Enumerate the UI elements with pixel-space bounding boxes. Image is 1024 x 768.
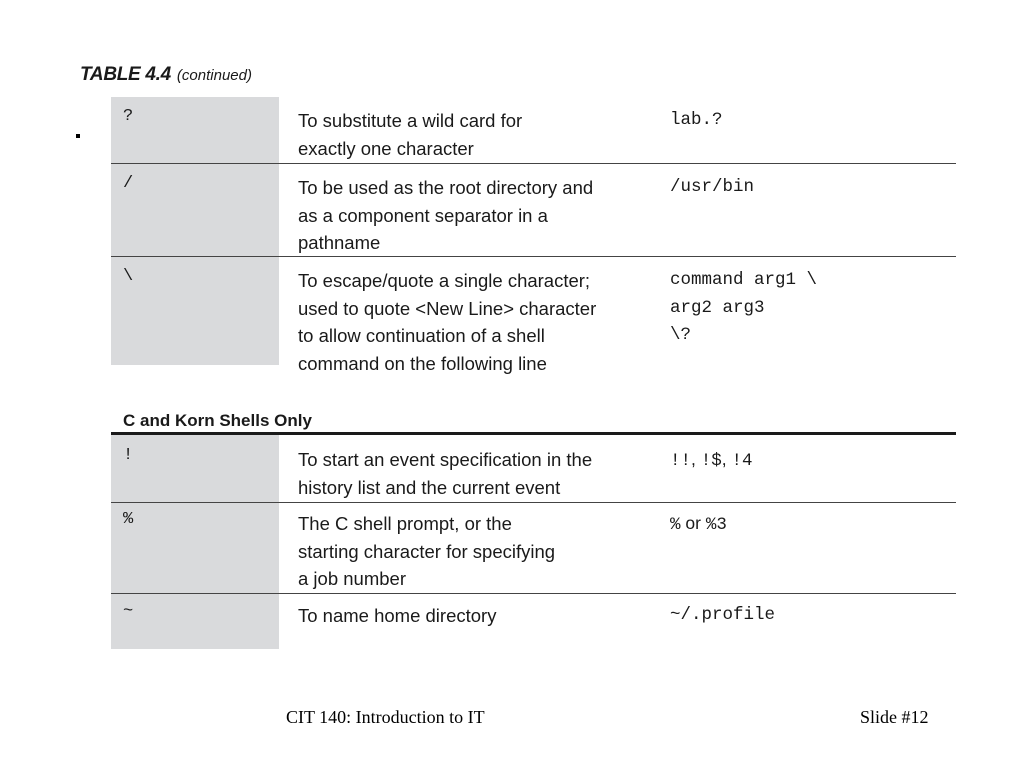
example-separator: ,	[721, 449, 732, 469]
row-description: To be used as the root directory and as …	[298, 177, 594, 253]
row-symbol: ~	[123, 602, 134, 621]
example-part: %	[670, 515, 681, 535]
symbol-column-shade-c-korn	[111, 434, 279, 649]
row-description: To name home directory	[298, 605, 497, 626]
row-divider	[111, 593, 956, 594]
table-row: / To be used as the root directory and a…	[111, 164, 956, 256]
section-divider	[111, 432, 956, 435]
row-symbol: /	[123, 174, 134, 193]
row-example: lab.?	[670, 110, 723, 130]
row-example: /usr/bin	[670, 177, 755, 197]
row-divider	[111, 163, 956, 164]
example-part: !$	[700, 451, 722, 471]
row-divider	[111, 502, 956, 503]
table-continued: (continued)	[176, 67, 252, 84]
footer-course: CIT 140: Introduction to IT	[286, 707, 485, 727]
section-title: C and Korn Shells Only	[123, 411, 312, 430]
row-divider	[111, 256, 956, 257]
table-row: \ To escape/quote a single character; us…	[111, 257, 956, 377]
footer-slide-number: Slide #12	[860, 707, 929, 727]
row-example: !!, !$, !4	[670, 446, 753, 476]
bullet-mark	[76, 134, 80, 138]
example-part: !4	[731, 451, 753, 471]
table-row: ? To substitute a wild card for exactly …	[111, 97, 956, 163]
row-description: To escape/quote a single character; used…	[298, 270, 597, 374]
example-part: %3	[705, 515, 727, 535]
table-row: ! To start an event specification in the…	[111, 436, 956, 502]
row-example: % or %3	[670, 510, 727, 540]
example-part: !!	[670, 451, 692, 471]
row-symbol: \	[123, 267, 134, 286]
row-example: command arg1 \ arg2 arg3 \?	[670, 270, 818, 345]
row-description: To substitute a wild card for exactly on…	[298, 110, 523, 159]
example-separator: or	[680, 513, 706, 533]
table-row: ~ To name home directory ~/.profile	[111, 592, 956, 648]
row-symbol: %	[123, 510, 134, 529]
row-example: ~/.profile	[670, 605, 776, 625]
example-separator: ,	[691, 449, 701, 469]
row-description: The C shell prompt, or the starting char…	[298, 513, 556, 589]
symbol-column-shade-general	[111, 97, 279, 365]
table-title: TABLE 4.4 (continued)	[80, 64, 252, 86]
row-description: To start an event specification in the h…	[298, 449, 593, 498]
row-symbol: !	[123, 446, 134, 465]
row-symbol: ?	[123, 107, 134, 126]
table-row: % The C shell prompt, or the starting ch…	[111, 500, 956, 593]
table-number: TABLE 4.4	[80, 64, 171, 85]
